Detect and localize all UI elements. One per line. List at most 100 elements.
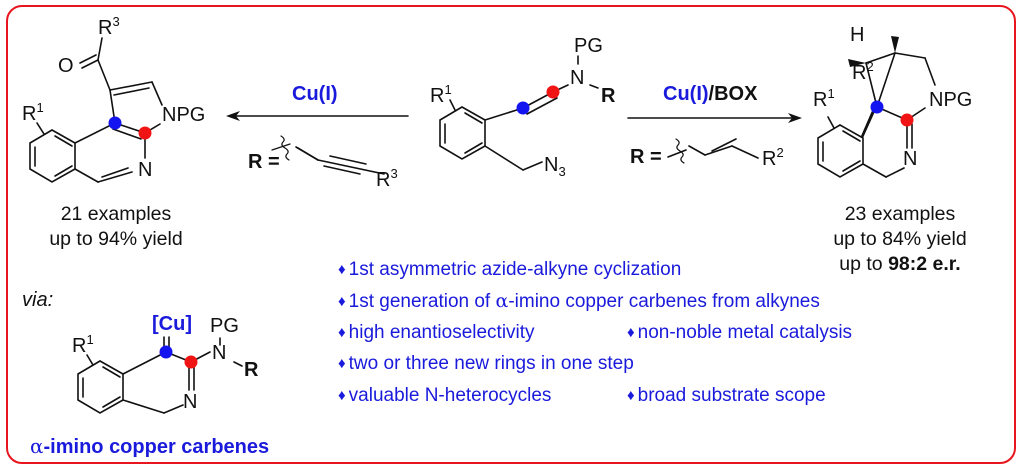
right-yield: up to 84% yield xyxy=(833,228,967,250)
center-azide-label: N3 xyxy=(544,154,566,178)
bullet-text: two or three new rings in one step xyxy=(348,353,634,374)
center-benzene-ring xyxy=(439,106,486,160)
left-r-definition: R = xyxy=(248,152,280,172)
left-product-npg-label: NPG xyxy=(162,104,206,126)
superscript: 2 xyxy=(776,145,784,160)
right-product-blue-atom xyxy=(870,100,884,114)
subscript: 3 xyxy=(558,164,566,179)
center-red-atom xyxy=(546,85,560,99)
atom-label: R xyxy=(98,17,113,39)
superscript: 3 xyxy=(390,166,398,181)
bullet-text: broad substrate scope xyxy=(637,385,826,406)
bullet-text: 1st asymmetric azide-alkyne cyclization xyxy=(348,259,682,280)
intermediate-blue-atom xyxy=(159,345,173,359)
diamond-bullet-icon: ♦ xyxy=(338,261,346,278)
left-yield: up to 94% yield xyxy=(49,228,183,250)
er-value: 98:2 e.r. xyxy=(888,253,961,275)
copper-catalyst: Cu(I) xyxy=(663,83,709,105)
diamond-bullet-icon: ♦ xyxy=(338,324,346,341)
center-blue-atom xyxy=(516,101,530,115)
center-pg-label: PG xyxy=(574,35,603,57)
wedge-bond-aryl xyxy=(861,106,877,138)
left-catalyst-label: Cu(I) xyxy=(292,83,338,105)
bullet-text: -imino copper carbenes from alkynes xyxy=(508,291,820,312)
superscript: 1 xyxy=(36,100,44,115)
right-enantiomeric-ratio: up to 98:2 e.r. xyxy=(805,253,995,275)
atom-label: R xyxy=(852,62,867,84)
atom-label: N xyxy=(544,154,559,176)
right-product-r1-label: R1 xyxy=(813,87,835,111)
atom-label: R xyxy=(762,148,777,170)
superscript: 2 xyxy=(866,59,874,74)
intermediate-imine-n-label: N xyxy=(183,391,198,413)
bullet-non-noble-metal: ♦non-noble metal catalysis xyxy=(627,323,852,342)
center-n-label: N xyxy=(570,67,585,89)
alpha-symbol: α xyxy=(495,290,509,312)
superscript: 1 xyxy=(86,332,94,347)
left-product-blue-atom xyxy=(108,116,122,130)
left-benzene-ring xyxy=(29,129,76,183)
center-r-label: R xyxy=(601,85,616,107)
diamond-bullet-icon: ♦ xyxy=(627,324,635,341)
left-arrowhead xyxy=(226,111,240,121)
atom-label: R xyxy=(22,103,37,125)
intermediate-r1-label: R1 xyxy=(72,333,94,357)
bullet-text: high enantioselectivity xyxy=(348,322,535,343)
intermediate-n-label: N xyxy=(212,342,227,364)
right-product-n-label: N xyxy=(903,148,918,170)
intermediate-pg-label: PG xyxy=(210,315,239,337)
superscript: 3 xyxy=(112,14,120,29)
bullet-new-rings: ♦two or three new rings in one step xyxy=(338,354,634,373)
atom-label: R xyxy=(430,85,445,107)
diamond-bullet-icon: ♦ xyxy=(338,387,346,404)
right-product-npg-label: NPG xyxy=(929,89,973,111)
figure-border xyxy=(6,5,1016,464)
copper-label: [Cu] xyxy=(152,313,192,335)
alpha-symbol: α xyxy=(30,434,44,458)
right-examples-count: 23 examples xyxy=(844,203,956,225)
center-r1-label: R1 xyxy=(430,83,452,107)
r-equals-label: R = xyxy=(248,151,280,173)
intermediate-r-label: R xyxy=(244,359,259,381)
bullet-n-heterocycles: ♦valuable N-heterocycles xyxy=(338,386,551,405)
right-r-definition: R = xyxy=(630,147,662,167)
wedge-bond-r2 xyxy=(848,59,866,67)
right-product-red-atom xyxy=(900,113,914,127)
left-product-oxygen-label: O xyxy=(58,55,74,77)
atom-label: R xyxy=(72,335,87,357)
left-r3-substituent: R3 xyxy=(376,167,398,191)
bullet-asymmetric-cyclization: ♦1st asymmetric azide-alkyne cyclization xyxy=(338,260,681,279)
diamond-bullet-icon: ♦ xyxy=(338,293,346,310)
atom-label: R xyxy=(813,89,828,111)
caption-text: -imino copper carbenes xyxy=(43,436,270,458)
atom-label: R xyxy=(376,169,391,191)
er-prefix: up to xyxy=(839,253,889,275)
right-product-r2-label: R2 xyxy=(852,60,874,84)
diamond-bullet-icon: ♦ xyxy=(338,355,346,372)
right-catalyst-label: Cu(I)/BOX xyxy=(663,84,757,104)
intermediate-caption: α-imino copper carbenes xyxy=(30,436,269,457)
left-product-r3-label: R3 xyxy=(98,15,120,39)
bullet-enantioselectivity: ♦high enantioselectivity xyxy=(338,323,535,342)
left-product-r1-label: R1 xyxy=(22,101,44,125)
bullet-text: non-noble metal catalysis xyxy=(637,322,853,343)
via-label: via: xyxy=(22,289,54,311)
bullet-text: valuable N-heterocycles xyxy=(348,385,552,406)
right-arrowhead xyxy=(788,113,802,123)
right-benzene-ring xyxy=(817,124,864,178)
diamond-bullet-icon: ♦ xyxy=(627,387,635,404)
left-product-red-atom xyxy=(138,126,152,140)
bullet-text: 1st generation of xyxy=(348,291,496,312)
left-product-n-label: N xyxy=(138,159,153,181)
intermediate-benzene-ring xyxy=(77,360,124,414)
superscript: 1 xyxy=(444,82,452,97)
r-equals-label: R = xyxy=(630,146,662,168)
right-r2-substituent: R2 xyxy=(762,146,784,170)
superscript: 1 xyxy=(827,86,835,101)
wedge-bond-h xyxy=(891,36,899,53)
right-product-h-label: H xyxy=(850,24,865,46)
intermediate-red-atom xyxy=(184,355,198,369)
left-examples-count: 21 examples xyxy=(60,203,172,225)
bullet-substrate-scope: ♦broad substrate scope xyxy=(627,386,826,405)
